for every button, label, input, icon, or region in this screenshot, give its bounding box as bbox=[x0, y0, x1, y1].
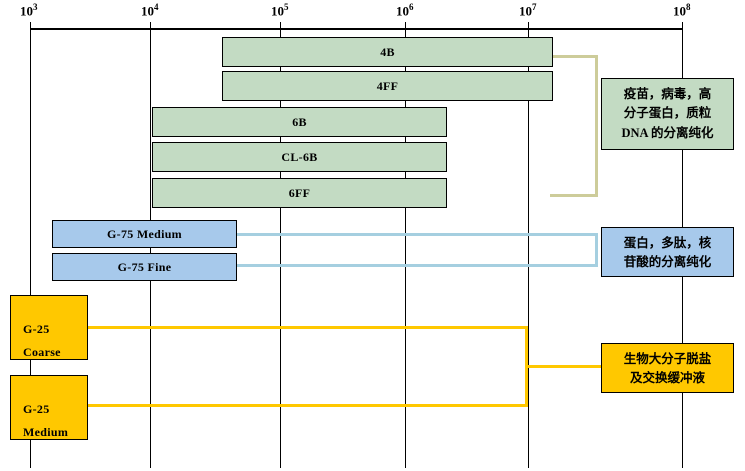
axis-tick-1e4 bbox=[150, 22, 151, 30]
x-axis-line bbox=[30, 28, 682, 30]
tick-base: 10 bbox=[673, 3, 686, 19]
bar-label-line2: Medium bbox=[23, 424, 69, 439]
annotation-line-2: 苷酸的分离纯化 bbox=[623, 255, 712, 270]
tick-exponent: 5 bbox=[284, 2, 289, 12]
annotation-line-2: 及交换缓冲液 bbox=[629, 371, 705, 386]
bar-4ff[interactable]: 4FF bbox=[222, 71, 553, 101]
bar-label-line2: Coarse bbox=[23, 344, 61, 359]
bar-label: G-75 Fine bbox=[117, 259, 172, 274]
axis-tick-1e6 bbox=[405, 22, 406, 30]
gridline-1e3 bbox=[30, 28, 31, 468]
bar-label: 4FF bbox=[376, 78, 399, 93]
axis-tick-1e8 bbox=[682, 22, 683, 30]
tick-base: 10 bbox=[396, 3, 409, 19]
axis-label-1e8: 108 bbox=[673, 2, 691, 19]
tick-base: 10 bbox=[141, 3, 154, 19]
bar-label: CL-6B bbox=[281, 149, 318, 164]
bar-label: G-75 Medium bbox=[107, 226, 182, 241]
axis-label-1e7: 107 bbox=[519, 2, 537, 19]
tick-exponent: 3 bbox=[33, 2, 38, 12]
annotation-line-2: 分子蛋白，质粒 bbox=[623, 106, 712, 121]
annotation-line-1: 蛋白，多肽，核 bbox=[623, 236, 712, 250]
gridline-1e5 bbox=[280, 28, 281, 468]
bar-g25-medium[interactable]: G-25 Medium bbox=[10, 375, 88, 440]
bar-g75-medium[interactable]: G-75 Medium bbox=[52, 220, 237, 248]
bar-label-line1: G-25 bbox=[23, 322, 50, 336]
tick-base: 10 bbox=[20, 3, 33, 19]
axis-tick-1e5 bbox=[280, 22, 281, 30]
annotation-yellow: 生物大分子脱盐 及交换缓冲液 bbox=[601, 343, 734, 393]
tick-base: 10 bbox=[519, 3, 532, 19]
gridline-1e7 bbox=[528, 28, 529, 468]
annotation-blue: 蛋白，多肽，核 苷酸的分离纯化 bbox=[601, 227, 734, 277]
annotation-line-1: 疫苗，病毒，高 bbox=[623, 87, 712, 101]
axis-label-1e3: 103 bbox=[20, 2, 38, 19]
bar-g25-coarse[interactable]: G-25 Coarse bbox=[10, 295, 88, 360]
axis-label-1e4: 104 bbox=[141, 2, 159, 19]
axis-label-1e5: 105 bbox=[271, 2, 289, 19]
tick-base: 10 bbox=[271, 3, 284, 19]
bar-label: 4B bbox=[380, 44, 395, 59]
gridline-1e6 bbox=[405, 28, 406, 468]
bar-label: 6FF bbox=[288, 185, 311, 200]
connector-stub-yellow bbox=[525, 365, 601, 368]
bar-cl-6b[interactable]: CL-6B bbox=[152, 142, 447, 172]
tick-exponent: 6 bbox=[409, 2, 414, 12]
annotation-line-3: DNA 的分离纯化 bbox=[621, 125, 714, 140]
axis-tick-1e7 bbox=[528, 22, 529, 30]
axis-label-1e6: 106 bbox=[396, 2, 414, 19]
tick-exponent: 8 bbox=[686, 2, 691, 12]
tick-exponent: 4 bbox=[154, 2, 159, 12]
bar-6b[interactable]: 6B bbox=[152, 107, 447, 137]
bar-g75-fine[interactable]: G-75 Fine bbox=[52, 253, 237, 281]
connector-bracket-yellow bbox=[85, 326, 528, 407]
connector-bracket-green bbox=[550, 55, 598, 197]
bar-6ff[interactable]: 6FF bbox=[152, 178, 447, 208]
connector-bracket-blue bbox=[234, 233, 598, 267]
bar-label-line1: G-25 bbox=[23, 402, 50, 416]
gridline-1e4 bbox=[150, 28, 151, 468]
annotation-green: 疫苗，病毒，高 分子蛋白，质粒 DNA 的分离纯化 bbox=[601, 78, 734, 150]
bar-label: 6B bbox=[292, 114, 307, 129]
bar-4b[interactable]: 4B bbox=[222, 37, 553, 67]
tick-exponent: 7 bbox=[532, 2, 537, 12]
axis-tick-1e3 bbox=[30, 22, 31, 30]
annotation-line-1: 生物大分子脱盐 bbox=[623, 352, 712, 366]
